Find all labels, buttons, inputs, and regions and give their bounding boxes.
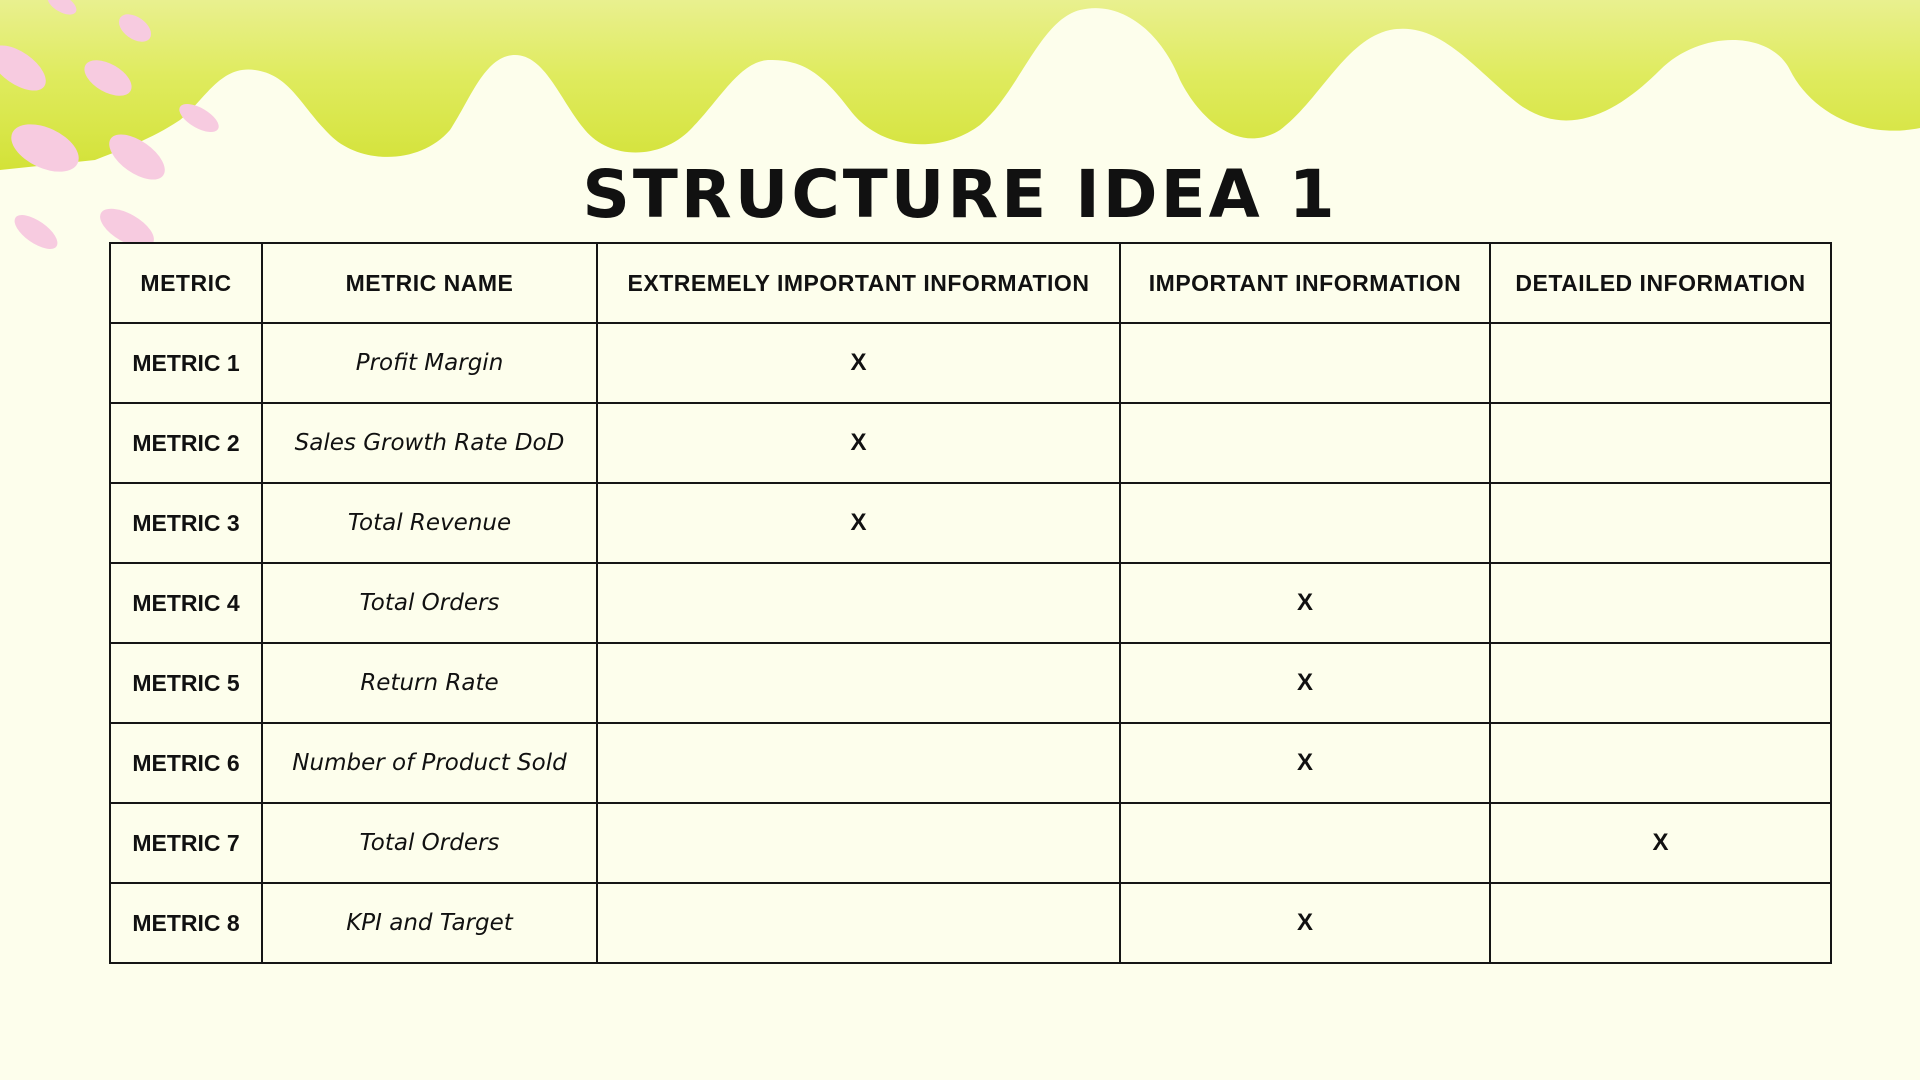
metric-id-cell: METRIC 5 — [109, 642, 263, 724]
important-cell: X — [1119, 882, 1491, 964]
detailed-cell — [1489, 882, 1832, 964]
table-row: METRIC 8 KPI and Target X — [109, 882, 1832, 964]
column-header-metric: METRIC — [109, 242, 263, 324]
table-row: METRIC 5 Return Rate X — [109, 642, 1832, 724]
table-row: METRIC 7 Total Orders X — [109, 802, 1832, 884]
important-cell: X — [1119, 562, 1491, 644]
important-cell — [1119, 322, 1491, 404]
metric-name-cell: KPI and Target — [261, 882, 598, 964]
metric-name-cell: Sales Growth Rate DoD — [261, 402, 598, 484]
table-row: METRIC 2 Sales Growth Rate DoD X — [109, 402, 1832, 484]
extremely-important-cell — [596, 802, 1121, 884]
important-cell: X — [1119, 722, 1491, 804]
metric-name-cell: Total Orders — [261, 802, 598, 884]
table-header-row: METRIC METRIC NAME EXTREMELY IMPORTANT I… — [109, 242, 1832, 324]
detailed-cell: X — [1489, 802, 1832, 884]
metric-id-cell: METRIC 1 — [109, 322, 263, 404]
detailed-cell — [1489, 562, 1832, 644]
metric-name-cell: Profit Margin — [261, 322, 598, 404]
metrics-table: METRIC METRIC NAME EXTREMELY IMPORTANT I… — [109, 242, 1832, 964]
column-header-extremely-important: EXTREMELY IMPORTANT INFORMATION — [596, 242, 1121, 324]
table-row: METRIC 4 Total Orders X — [109, 562, 1832, 644]
extremely-important-cell — [596, 722, 1121, 804]
detailed-cell — [1489, 402, 1832, 484]
metric-name-cell: Return Rate — [261, 642, 598, 724]
extremely-important-cell: X — [596, 402, 1121, 484]
metric-id-cell: METRIC 7 — [109, 802, 263, 884]
page-title: STRUCTURE IDEA 1 — [582, 156, 1338, 233]
detailed-cell — [1489, 482, 1832, 564]
metric-name-cell: Total Orders — [261, 562, 598, 644]
important-cell — [1119, 802, 1491, 884]
top-wave-shape — [0, 0, 1920, 170]
extremely-important-cell — [596, 882, 1121, 964]
important-cell — [1119, 482, 1491, 564]
column-header-detailed: DETAILED INFORMATION — [1489, 242, 1832, 324]
column-header-important: IMPORTANT INFORMATION — [1119, 242, 1491, 324]
metric-id-cell: METRIC 3 — [109, 482, 263, 564]
important-cell: X — [1119, 642, 1491, 724]
detailed-cell — [1489, 322, 1832, 404]
metric-name-cell: Number of Product Sold — [261, 722, 598, 804]
table-row: METRIC 1 Profit Margin X — [109, 322, 1832, 404]
extremely-important-cell — [596, 562, 1121, 644]
column-header-metric-name: METRIC NAME — [261, 242, 598, 324]
important-cell — [1119, 402, 1491, 484]
detailed-cell — [1489, 642, 1832, 724]
extremely-important-cell: X — [596, 322, 1121, 404]
extremely-important-cell: X — [596, 482, 1121, 564]
metric-id-cell: METRIC 2 — [109, 402, 263, 484]
metric-id-cell: METRIC 8 — [109, 882, 263, 964]
metric-id-cell: METRIC 6 — [109, 722, 263, 804]
table-row: METRIC 3 Total Revenue X — [109, 482, 1832, 564]
extremely-important-cell — [596, 642, 1121, 724]
metric-name-cell: Total Revenue — [261, 482, 598, 564]
detailed-cell — [1489, 722, 1832, 804]
metric-id-cell: METRIC 4 — [109, 562, 263, 644]
table-row: METRIC 6 Number of Product Sold X — [109, 722, 1832, 804]
